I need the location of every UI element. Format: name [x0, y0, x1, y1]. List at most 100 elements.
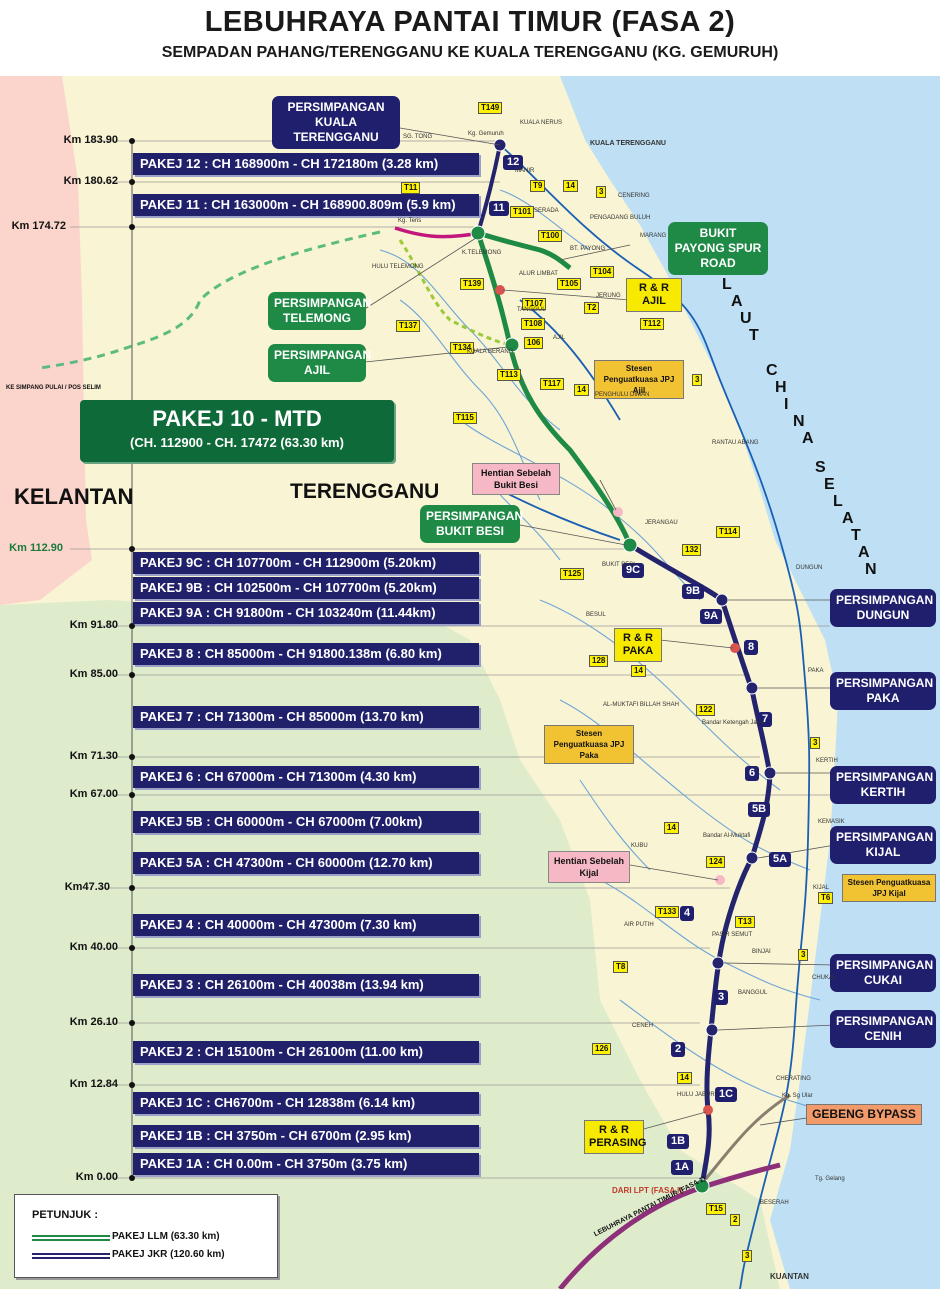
persimpangan-cukai: PERSIMPANGAN CUKAI [830, 954, 936, 992]
road-number: T113 [497, 369, 521, 381]
persimpangan-bukit-besi: PERSIMPANGAN BUKIT BESI [420, 505, 523, 543]
legend-title: PETUNJUK : [32, 1209, 99, 1221]
road-number: T139 [460, 278, 485, 290]
map-title: LEBUHRAYA PANTAI TIMUR (FASA 2) [204, 6, 736, 38]
road-number: T6 [818, 892, 834, 904]
road-number: T2 [584, 302, 600, 314]
town-label: KEMASIK [818, 819, 845, 825]
town-label: MARANG [640, 233, 667, 239]
sea-letter: I [784, 396, 790, 413]
road-number: 106 [524, 337, 544, 349]
sea-letter: L [833, 493, 844, 510]
road-number: 3 [742, 1250, 753, 1262]
road-number: T107 [522, 298, 547, 310]
road-number: 14 [574, 384, 589, 396]
sea-letter: A [858, 544, 871, 561]
town-label: Kg. Teris [398, 218, 422, 224]
town-label: CENERING [618, 193, 650, 199]
road-number: T100 [538, 230, 563, 242]
persimpangan-cenih: PERSIMPANGAN CENIH [830, 1010, 936, 1048]
road-number: T114 [716, 526, 740, 538]
km-marker: Km 26.10 [69, 1016, 118, 1028]
stesen-jpj-kijal: Stesen Penguatkuasa JPJ Kijal [842, 874, 936, 902]
gebeng-bypass: GEBENG BYPASS [806, 1104, 922, 1125]
package-number-label: 9B [682, 584, 705, 599]
callout-leaders [359, 127, 841, 1131]
road-number: 14 [677, 1072, 692, 1084]
package-number-label: 12 [503, 155, 524, 170]
km-marker: Km 85.00 [69, 668, 118, 680]
road-number: T105 [557, 278, 582, 290]
road-number: 132 [682, 544, 702, 556]
town-label: DUNGUN [796, 565, 823, 571]
town-label: JERUNG [596, 293, 621, 299]
road-number: T108 [521, 318, 546, 330]
package-number-label: 5A [769, 852, 792, 867]
road-number: 3 [596, 186, 607, 198]
rr-perasing: R & R PERASING [584, 1120, 646, 1154]
legend-llm: PAKEJ LLM (63.30 km) [112, 1231, 220, 1242]
town-label: PAKA [808, 668, 824, 674]
pakej-10-title: PAKEJ 10 - MTD [152, 406, 322, 431]
pakej-10-subtitle: (CH. 112900 - CH. 17472 (63.30 km) [130, 435, 344, 450]
pakej-9b: PAKEJ 9B : CH 102500m - CH 107700m (5.20… [133, 577, 479, 599]
persimpangan-telemong: PERSIMPANGAN TELEMONG [268, 292, 371, 330]
road-number: 3 [798, 949, 809, 961]
road-number: 14 [664, 822, 679, 834]
town-label: RANTAU ABANG [712, 440, 759, 446]
road-number: T13 [735, 916, 755, 928]
road-number: T104 [590, 266, 615, 278]
pakej-12: PAKEJ 12 : CH 168900m - CH 172180m (3.28… [133, 153, 479, 175]
sea-letter: A [842, 510, 855, 527]
road-number: T8 [613, 961, 629, 973]
pakej-1c: PAKEJ 1C : CH6700m - CH 12838m (6.14 km) [133, 1092, 479, 1114]
persimpangan-kertih: PERSIMPANGAN KERTIH [830, 766, 936, 804]
dari-lpt-fasa-1-label: DARI LPT (FASA I) [612, 1186, 682, 1195]
pakej-5a: PAKEJ 5A : CH 47300m - CH 60000m (12.70 … [133, 852, 479, 874]
package-number-label: 1C [715, 1087, 738, 1102]
km-marker: Km 0.00 [75, 1171, 118, 1183]
town-label: HULU TELEMONG [372, 264, 424, 270]
town-label: Bandar Al-Muktafi [703, 833, 751, 839]
sea-letter: H [775, 379, 788, 396]
road-number: T9 [530, 180, 546, 192]
persimpangan-ajil: PERSIMPANGAN AJIL [268, 344, 371, 382]
pakej-8: PAKEJ 8 : CH 85000m - CH 91800.138m (6.8… [133, 643, 479, 665]
package-number-label: 9A [700, 609, 723, 624]
sea-letter: A [802, 430, 815, 447]
persimpangan-dungun: PERSIMPANGAN DUNGUN [830, 589, 936, 627]
km-marker: Km 180.62 [63, 175, 118, 187]
persimpangan-kijal: PERSIMPANGAN KIJAL [830, 826, 936, 864]
km-marker: Km 67.00 [69, 788, 118, 800]
lpt-fasa-1-highway [558, 1162, 781, 1289]
region-label-kelantan: KELANTAN [14, 484, 134, 509]
hentian-kijal: Hentian Sebelah Kijal [548, 851, 630, 883]
town-label: BESUL [586, 612, 606, 618]
pakej-7: PAKEJ 7 : CH 71300m - CH 85000m (13.70 k… [133, 706, 479, 728]
town-label: AIR PUTIH [624, 922, 654, 928]
town-label: AL-MUKTAFI BILLAH SHAH [603, 702, 679, 708]
road-number: T115 [453, 412, 477, 424]
km-marker: Km 91.80 [69, 619, 118, 631]
km-marker: Km 40.00 [69, 941, 118, 953]
town-label: PENGADANG BULUH [590, 215, 651, 221]
map-subtitle: SEMPADAN PAHANG/TERENGGANU KE KUALA TERE… [161, 44, 779, 61]
sea-letter: E [824, 476, 836, 493]
persimpangan-paka: PERSIMPANGAN PAKA [830, 672, 936, 710]
pakej-6: PAKEJ 6 : CH 67000m - CH 71300m (4.30 km… [133, 766, 479, 788]
region-label-terengganu: TERENGGANU [290, 480, 440, 503]
town-label: KUALA NERUS [520, 120, 563, 126]
km-marker: Km 12.84 [69, 1078, 118, 1090]
persimpangan-kuala-terengganu: PERSIMPANGAN KUALA TERENGGANU [272, 96, 400, 149]
bukit-payong-spur-route [477, 230, 572, 270]
km-axis-ticks [129, 138, 135, 1181]
llm-route [475, 232, 633, 546]
road-number: 2 [730, 1214, 741, 1226]
sea-letter: C [766, 362, 779, 379]
km-marker: Km 112.90 [9, 542, 63, 554]
road-number: T15 [706, 1203, 726, 1215]
town-label: KIJAL [813, 885, 830, 891]
sea-letter: L [722, 276, 733, 293]
town-label: KUBU [631, 843, 648, 849]
stesen-jpj-ajil: Stesen Penguatkuasa JPJ Ajil [594, 360, 684, 399]
